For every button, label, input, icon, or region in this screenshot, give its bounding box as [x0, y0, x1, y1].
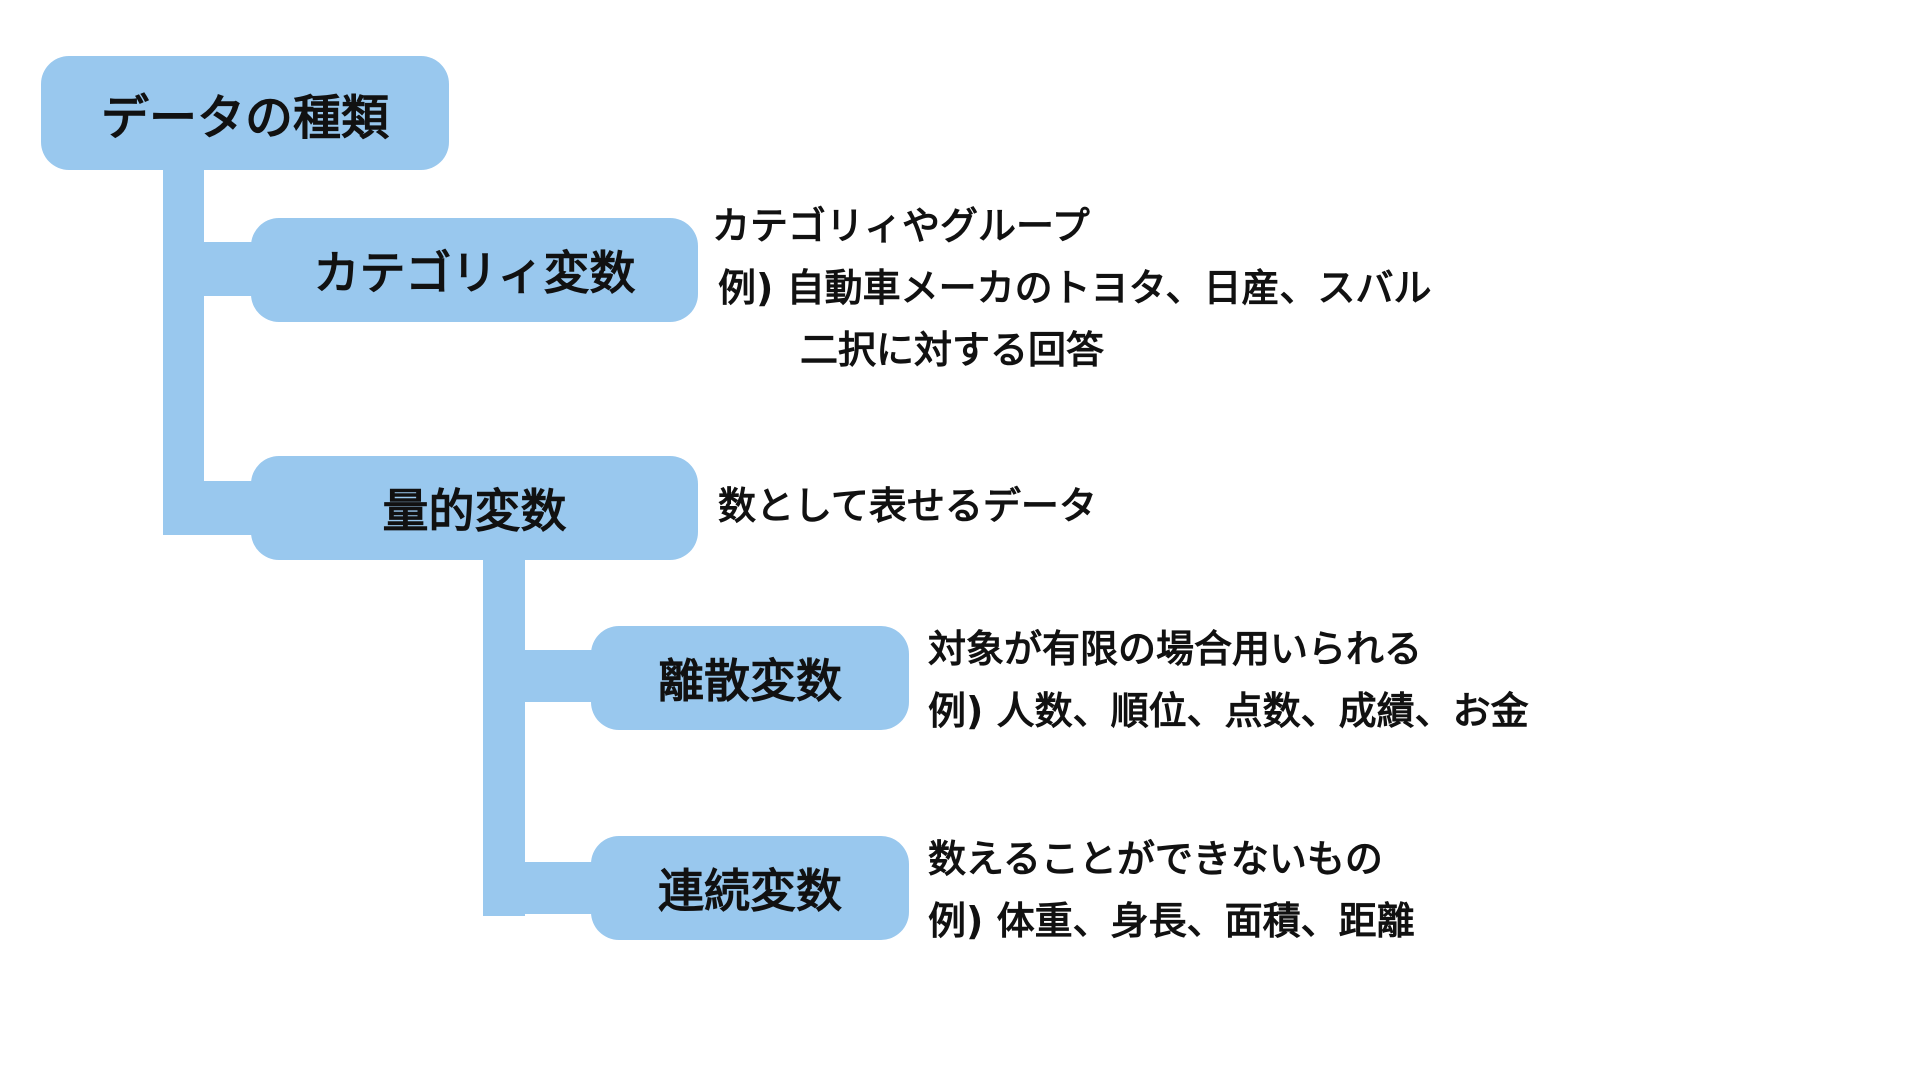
- discrete-example-line: 例) 人数、順位、点数、成績、お金: [928, 689, 1529, 733]
- root-node-label: データの種類: [100, 90, 389, 146]
- quantitative-description-line: 数として表せるデータ: [718, 484, 1097, 528]
- categorical-description: カテゴリィやグループ 例) 自動車メーカのトヨタ、日産、スバル 二択に対する回答: [712, 207, 1431, 393]
- categorical-description-line: カテゴリィやグループ: [712, 204, 1090, 248]
- categorical-node-label: カテゴリィ変数: [313, 246, 636, 300]
- discrete-description-line: 対象が有限の場合用いられる: [928, 627, 1423, 671]
- node-quantitative-variable: 量的変数: [251, 456, 698, 560]
- continuous-description: 数えることができないもの 例) 体重、身長、面積、距離: [928, 840, 1415, 964]
- quantitative-trunk-connector: [483, 550, 525, 916]
- node-continuous-variable: 連続変数: [591, 836, 909, 940]
- categorical-example-line: 例) 自動車メーカのトヨタ、日産、スバル: [718, 266, 1432, 310]
- continuous-example-line: 例) 体重、身長、面積、距離: [928, 899, 1415, 943]
- quantitative-description: 数として表せるデータ: [718, 487, 1097, 549]
- quantitative-branch-connector: [163, 481, 263, 535]
- root-trunk-connector: [163, 165, 204, 535]
- continuous-description-line: 数えることができないもの: [928, 837, 1383, 881]
- quantitative-node-label: 量的変数: [382, 484, 567, 538]
- continuous-branch-connector: [483, 862, 598, 914]
- discrete-description: 対象が有限の場合用いられる 例) 人数、順位、点数、成績、お金: [928, 630, 1529, 754]
- discrete-branch-connector: [483, 650, 598, 702]
- node-categorical-variable: カテゴリィ変数: [251, 218, 698, 322]
- node-discrete-variable: 離散変数: [591, 626, 909, 730]
- continuous-node-label: 連続変数: [658, 864, 842, 918]
- root-node-data-types: データの種類: [41, 56, 449, 170]
- categorical-example-line-2: 二択に対する回答: [800, 328, 1105, 372]
- discrete-node-label: 離散変数: [658, 654, 842, 708]
- categorical-branch-connector: [163, 242, 263, 296]
